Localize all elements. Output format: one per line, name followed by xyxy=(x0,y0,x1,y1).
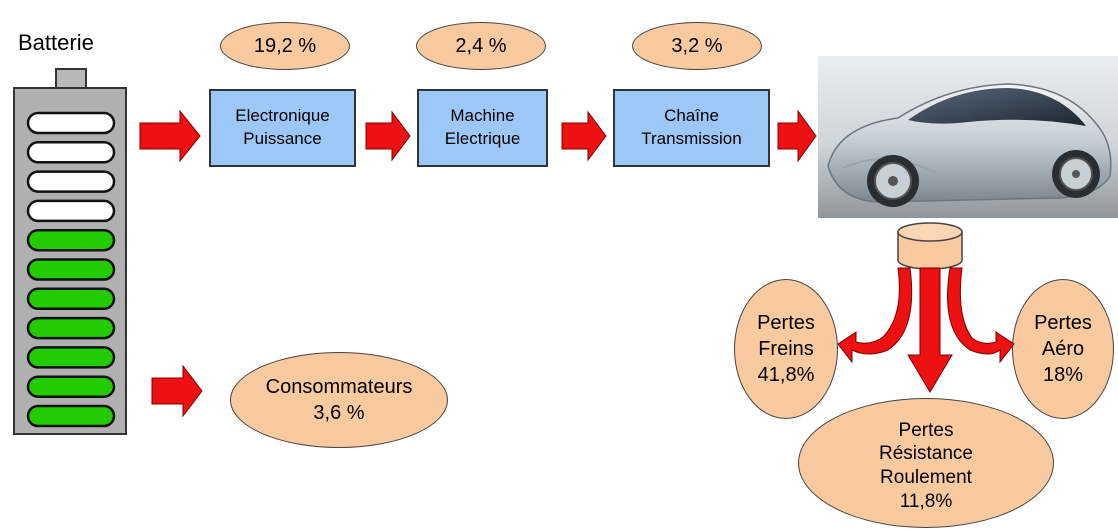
power-electronics-line2: Puissance xyxy=(243,129,322,148)
battery-title: Batterie xyxy=(18,30,94,55)
battery-cell-empty xyxy=(26,199,116,223)
battery-icon xyxy=(13,68,127,435)
power-electronics-box: Electronique Puissance xyxy=(209,89,356,167)
battery-cell-empty xyxy=(26,111,116,135)
wheel-cylinder-icon xyxy=(897,222,963,270)
battery-cell-full xyxy=(26,258,116,281)
arrow-to-aero-losses xyxy=(947,267,1015,364)
consumers-ellipse: Consommateurs 3,6 % xyxy=(230,352,448,448)
arrow-electronics-to-machine xyxy=(365,110,411,162)
aero-losses-line2: Aéro xyxy=(1041,338,1085,360)
brake-losses-ellipse: Pertes Freins 41,8% xyxy=(734,279,838,419)
arrow-transmission-to-car xyxy=(777,109,817,163)
battery-cell-full xyxy=(26,346,116,369)
rolling-losses-line3: Roulement xyxy=(880,467,972,488)
aero-losses-ellipse: Pertes Aéro 18% xyxy=(1012,279,1114,419)
loss-machine-value: 2,4 % xyxy=(455,35,507,57)
rolling-losses-ellipse: Pertes Résistance Roulement 11,8% xyxy=(798,398,1054,528)
battery-cell-empty xyxy=(26,170,116,193)
loss-electronics-ellipse: 19,2 % xyxy=(220,22,350,70)
rolling-losses-line1: Pertes xyxy=(898,419,954,441)
loss-transmission-value: 3,2 % xyxy=(671,35,723,57)
consumers-label: Consommateurs xyxy=(265,376,413,398)
electric-machine-line1: Machine xyxy=(450,106,515,126)
electric-machine-line2: Electrique xyxy=(444,129,521,148)
battery-cell-full xyxy=(26,228,116,252)
transmission-chain-box: Chaîne Transmission xyxy=(613,89,770,167)
brake-losses-line2: Freins xyxy=(758,338,814,360)
electric-machine-box: Machine Electrique xyxy=(417,89,548,167)
loss-machine-ellipse: 2,4 % xyxy=(416,22,546,70)
consumers-value: 3,6 % xyxy=(313,402,365,424)
battery-cell-full xyxy=(26,287,116,311)
aero-losses-line1: Pertes xyxy=(1034,312,1092,334)
rolling-losses-value: 11,8% xyxy=(899,490,953,512)
arrow-to-brake-losses xyxy=(837,267,913,364)
battery-cell-full xyxy=(26,316,116,340)
brake-losses-line1: Pertes xyxy=(757,312,815,334)
aero-losses-value: 18% xyxy=(1042,364,1084,386)
transmission-chain-line1: Chaîne xyxy=(664,106,719,126)
brake-losses-value: 41,8% xyxy=(757,364,815,386)
power-electronics-line1: Electronique xyxy=(235,106,330,126)
loss-transmission-ellipse: 3,2 % xyxy=(632,22,762,70)
loss-electronics-value: 19,2 % xyxy=(253,35,317,57)
rolling-losses-line2: Résistance xyxy=(879,443,973,465)
electric-car-image xyxy=(818,56,1118,218)
arrow-to-rolling-losses xyxy=(907,267,953,393)
battery-cell-empty xyxy=(26,141,116,164)
transmission-chain-line2: Transmission xyxy=(641,129,742,148)
arrow-machine-to-transmission xyxy=(561,110,607,162)
arrow-battery-to-consumers xyxy=(151,364,203,418)
battery-cell-full xyxy=(26,404,116,428)
battery-cell-full xyxy=(26,375,116,398)
arrow-battery-to-electronics xyxy=(139,109,201,163)
